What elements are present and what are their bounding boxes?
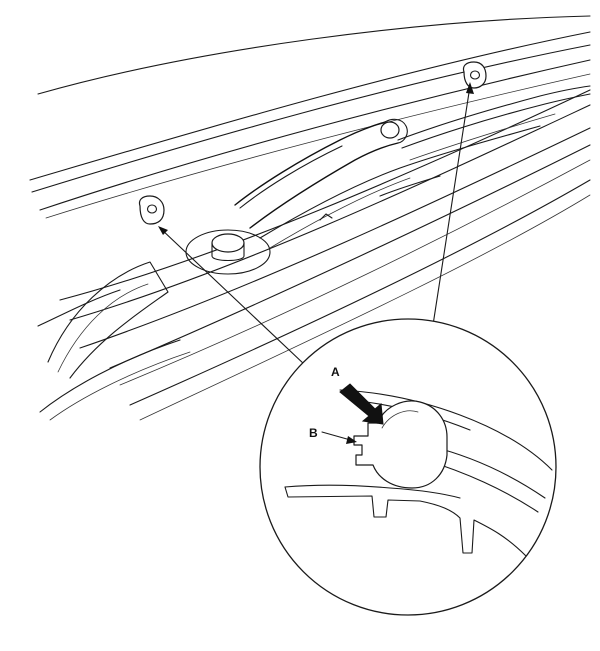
wiper-pivot — [185, 229, 271, 275]
cowl-panel-lines — [59, 89, 591, 421]
callout-arrow-a — [339, 383, 384, 425]
callout-label-b: B — [309, 426, 318, 440]
wiper-arm — [234, 85, 591, 249]
leader-lines — [158, 82, 474, 366]
detail-magnifier — [259, 318, 557, 616]
windshield-clip-right — [462, 61, 487, 89]
callout-arrow-b — [321, 431, 357, 444]
windshield-clip-left — [138, 195, 165, 225]
windshield-edge-lines — [29, 15, 591, 219]
cowl-left-detail — [37, 261, 191, 421]
callout-label-a: A — [331, 365, 340, 379]
